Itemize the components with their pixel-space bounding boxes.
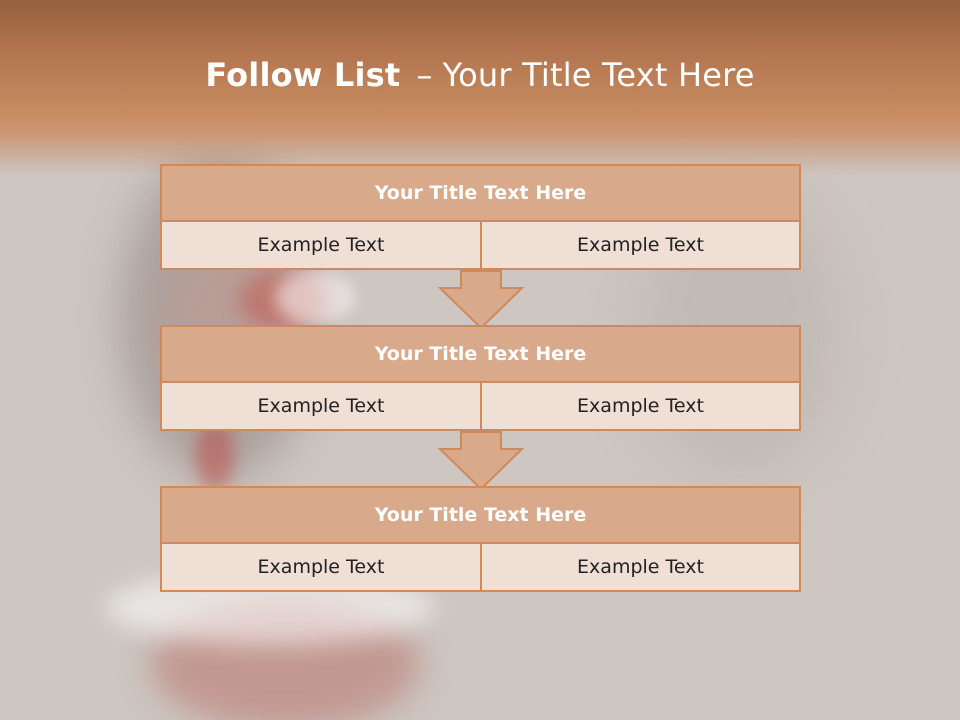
slide-title: Follow List–Your Title Text Here <box>0 52 960 98</box>
title-rest: Your Title Text Here <box>442 56 755 94</box>
down-arrow-icon <box>438 270 524 330</box>
block-left-cell: Example Text <box>160 220 482 270</box>
block-right-cell: Example Text <box>480 542 801 592</box>
block-right-cell: Example Text <box>480 220 801 270</box>
down-arrow-icon <box>438 431 524 491</box>
block-right-cell: Example Text <box>480 381 801 431</box>
block-heading: Your Title Text Here <box>160 164 801 222</box>
block-left-cell: Example Text <box>160 381 482 431</box>
title-bold: Follow List <box>205 56 401 94</box>
block-left-cell: Example Text <box>160 542 482 592</box>
block-heading: Your Title Text Here <box>160 325 801 383</box>
title-separator: – <box>416 56 433 94</box>
block-heading: Your Title Text Here <box>160 486 801 544</box>
